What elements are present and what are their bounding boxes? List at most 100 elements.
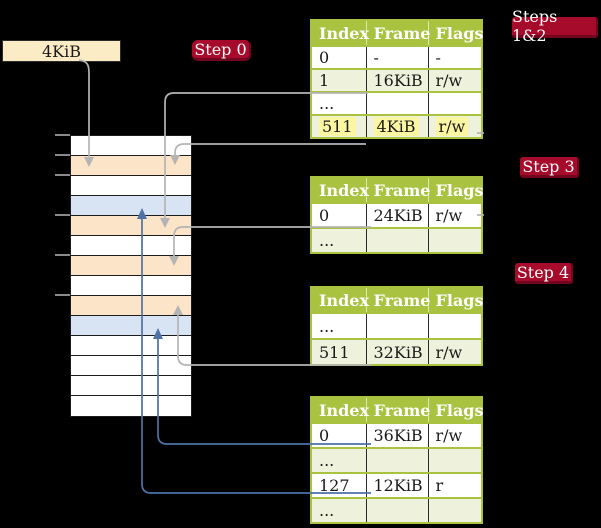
badge-step-0-label: Step 0 xyxy=(194,39,247,59)
cell-frame: 16KiB xyxy=(365,68,428,92)
memory-row-1 xyxy=(71,156,191,176)
highlighted-value: 4KiB xyxy=(373,117,419,136)
table-row: ... xyxy=(311,227,482,253)
table-row: 0 - - xyxy=(311,45,482,69)
cell-flags: r/w xyxy=(427,422,482,448)
col-header-index: Index xyxy=(311,287,369,313)
cell-index: ... xyxy=(311,447,366,473)
badge-step-4: Step 4 xyxy=(515,263,573,284)
col-header-frame: Frame xyxy=(365,287,430,313)
cell-frame xyxy=(365,91,428,115)
cell-index: ... xyxy=(311,91,366,115)
table-row: ... xyxy=(311,91,482,115)
highlighted-value: r/w xyxy=(435,117,469,136)
cell-flags xyxy=(427,91,482,115)
highlighted-value: 511 xyxy=(319,117,356,136)
memory-row-10 xyxy=(71,336,191,356)
badge-steps-1-2: Steps 1&2 xyxy=(512,7,598,45)
page-table-4: Index Frame Flags 0 36KiB r/w ... 127 12… xyxy=(310,396,484,524)
address-tick xyxy=(55,254,70,256)
table-row: ... xyxy=(311,497,482,523)
cell-frame xyxy=(365,312,428,339)
col-header-flags: Flags xyxy=(427,397,484,423)
memory-row-5 xyxy=(71,236,191,256)
col-header-flags: Flags xyxy=(427,20,484,46)
cell-flags xyxy=(427,447,482,473)
cell-frame xyxy=(365,227,428,253)
cell-index: 511 xyxy=(311,338,366,365)
cell-index: 0 xyxy=(311,45,366,69)
col-header-frame: Frame xyxy=(365,177,430,203)
cell-flags: r/w xyxy=(427,68,482,92)
badge-step-3: Step 3 xyxy=(520,157,579,178)
cell-index: 0 xyxy=(311,202,366,228)
page-table-1: Index Frame Flags 0 - - 1 16KiB r/w ... … xyxy=(310,19,484,139)
col-header-flags: Flags xyxy=(427,177,484,203)
memory-row-12 xyxy=(71,376,191,396)
memory-row-8 xyxy=(71,296,191,316)
cell-flags: r/w xyxy=(427,114,482,138)
memory-row-7 xyxy=(71,276,191,296)
address-tick xyxy=(55,174,70,176)
frame-size-label-box: 4KiB xyxy=(2,40,121,62)
col-header-frame: Frame xyxy=(365,397,430,423)
address-tick xyxy=(55,134,70,136)
cell-index: 127 xyxy=(311,472,366,498)
col-header-flags: Flags xyxy=(427,287,484,313)
table-row: 511 32KiB r/w xyxy=(311,338,482,365)
cell-frame: 32KiB xyxy=(365,338,428,365)
cell-frame: 36KiB xyxy=(365,422,428,448)
memory-row-9 xyxy=(71,316,191,336)
table-header-row: Index Frame Flags xyxy=(311,287,484,313)
cell-frame: 12KiB xyxy=(365,472,428,498)
cell-index: ... xyxy=(311,497,366,523)
memory-row-2 xyxy=(71,176,191,196)
cell-index: 1 xyxy=(311,68,366,92)
address-tick xyxy=(55,154,70,156)
table-row: 1 16KiB r/w xyxy=(311,68,482,92)
page-table-3: Index Frame Flags ... 511 32KiB r/w xyxy=(310,286,484,366)
cell-frame: - xyxy=(365,45,428,69)
badge-steps-1-2-label: Steps 1&2 xyxy=(512,7,558,45)
col-header-index: Index xyxy=(311,397,369,423)
col-header-frame: Frame xyxy=(365,20,430,46)
cell-frame xyxy=(365,447,428,473)
memory-stack xyxy=(70,135,192,417)
table-row: ... xyxy=(311,312,482,339)
table-header-row: Index Frame Flags xyxy=(311,397,484,423)
table-row-highlighted: 511 4KiB r/w xyxy=(311,114,482,138)
badge-step-4-label: Step 4 xyxy=(516,262,570,282)
page-table-2: Index Frame Flags 0 24KiB r/w ... xyxy=(310,176,484,254)
col-header-index: Index xyxy=(311,20,369,46)
memory-row-13 xyxy=(71,396,191,416)
table-row: 0 36KiB r/w xyxy=(311,422,482,448)
cell-frame: 4KiB xyxy=(365,114,428,138)
cell-frame: 24KiB xyxy=(365,202,428,228)
table-header-row: Index Frame Flags xyxy=(311,177,484,203)
frame-size-label: 4KiB xyxy=(41,41,81,61)
cell-flags: r/w xyxy=(427,338,482,365)
address-tick xyxy=(55,214,70,216)
table-header-row: Index Frame Flags xyxy=(311,20,484,46)
memory-row-4 xyxy=(71,216,191,236)
col-header-index: Index xyxy=(311,177,369,203)
memory-row-11 xyxy=(71,356,191,376)
table-row: 127 12KiB r xyxy=(311,472,482,498)
cell-index: ... xyxy=(311,312,366,339)
cell-flags: - xyxy=(427,45,482,69)
cell-flags xyxy=(427,312,482,339)
cell-flags xyxy=(427,227,482,253)
memory-row-3 xyxy=(71,196,191,216)
table-row: ... xyxy=(311,447,482,473)
table-row: 0 24KiB r/w xyxy=(311,202,482,228)
memory-row-0 xyxy=(71,136,191,156)
cell-frame xyxy=(365,497,428,523)
cell-flags: r/w xyxy=(427,202,482,228)
address-tick xyxy=(55,294,70,296)
cell-index: ... xyxy=(311,227,366,253)
arrow-pte511-to-4kib-page xyxy=(174,143,366,156)
memory-row-6 xyxy=(71,256,191,276)
cell-index: 511 xyxy=(311,114,366,138)
badge-step-0: Step 0 xyxy=(192,40,251,61)
